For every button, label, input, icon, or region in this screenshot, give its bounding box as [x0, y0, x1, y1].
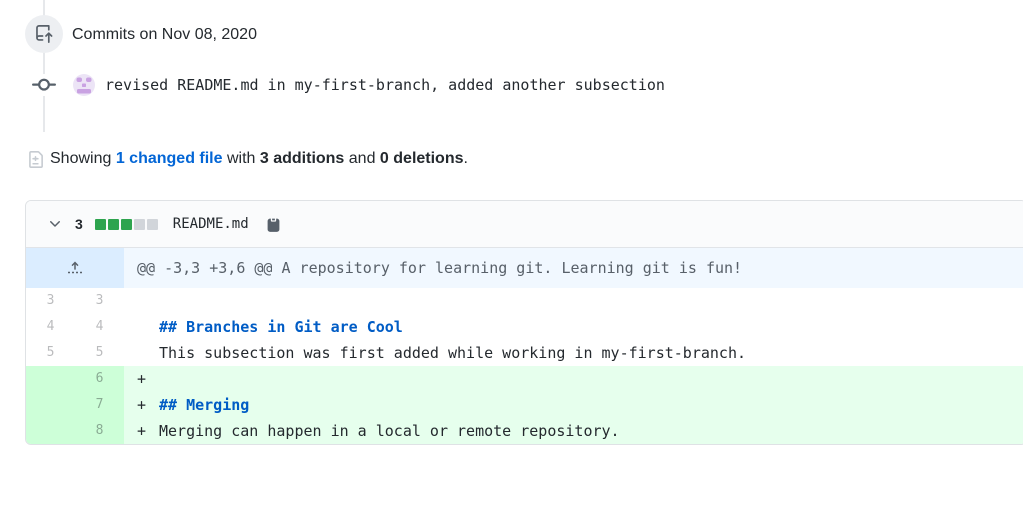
code-line: + Merging can happen in a local or remote…	[124, 418, 1023, 444]
diff-marker: +	[137, 396, 147, 414]
chevron-down-icon	[50, 220, 60, 227]
hunk-header-text: @@ -3,3 +3,6 @@ A repository for learnin…	[124, 248, 1023, 288]
line-number-new[interactable]: 3	[95, 293, 104, 308]
line-number-old[interactable]	[26, 418, 75, 444]
diff-marker: +	[137, 422, 147, 440]
hunk-row: @@ -3,3 +3,6 @@ A repository for learnin…	[26, 248, 1023, 288]
code-line: This subsection was first added while wo…	[124, 340, 1023, 366]
line-number-new[interactable]: 7	[75, 392, 124, 418]
commit-message[interactable]: revised README.md in my-first-branch, ad…	[105, 76, 665, 94]
line-number-old[interactable]: 4	[46, 319, 55, 334]
git-commit-icon	[31, 74, 57, 96]
diff-summary: Showing 1 changed file with 3 additions …	[27, 150, 468, 168]
diff-row: 4 4 ## Branches in Git are Cool	[26, 314, 1023, 340]
diff-row: 5 5 This subsection was first added while …	[26, 340, 1023, 366]
file-diff-icon	[29, 150, 43, 168]
line-number-old[interactable]: 3	[46, 293, 55, 308]
line-number-old[interactable]	[26, 392, 75, 418]
code-text: ## Merging	[159, 396, 250, 414]
code-line	[124, 288, 1023, 314]
diff-marker: +	[137, 370, 147, 388]
deletions-count: 0 deletions	[379, 150, 464, 167]
code-text: ## Branches in Git are Cool	[159, 318, 403, 336]
code-text: This subsection was first added while wo…	[159, 344, 746, 362]
line-number-new[interactable]: 5	[95, 345, 104, 360]
diffstat-block-added	[120, 218, 132, 230]
diffstat-block-neutral	[133, 218, 145, 230]
diffstat-block-added	[107, 218, 119, 230]
commits-date-heading: Commits on Nov 08, 2020	[72, 26, 257, 43]
line-number-new[interactable]: 6	[75, 366, 124, 392]
file-changes-count: 3	[75, 216, 83, 232]
diffstat-block-neutral	[146, 218, 158, 230]
diff-row: 6+	[26, 366, 1023, 392]
repo-push-icon	[25, 15, 63, 53]
line-number-old[interactable]: 5	[46, 345, 55, 360]
commit-timeline-line	[43, 0, 45, 132]
expand-hunk-button[interactable]	[26, 248, 124, 288]
additions-count: 3 additions	[259, 150, 345, 167]
code-text: Merging can happen in a local or remote …	[159, 422, 620, 440]
avatar[interactable]	[73, 74, 95, 96]
fold-up-icon	[68, 261, 82, 274]
diff-file-header: 3 README.md	[26, 201, 1023, 248]
collapse-file-button[interactable]	[47, 216, 63, 232]
changed-files-link[interactable]: 1 changed file	[115, 150, 223, 167]
clipboard-icon	[267, 216, 280, 232]
diffstat-block-added	[94, 218, 106, 230]
diff-file-box: 3 README.md @@ -3,3 +3,6 @@ A repository…	[25, 200, 1023, 445]
diff-row: 7 + ## Merging	[26, 392, 1023, 418]
code-line: +	[124, 366, 1023, 392]
diffstat-blocks	[93, 218, 158, 230]
line-number-old[interactable]	[26, 366, 75, 392]
line-number-new[interactable]: 4	[95, 319, 104, 334]
diff-row: 8 + Merging can happen in a local or remot…	[26, 418, 1023, 444]
copy-file-path-button[interactable]	[265, 216, 282, 233]
code-line: + ## Merging	[124, 392, 1023, 418]
code-line: ## Branches in Git are Cool	[124, 314, 1023, 340]
line-number-new[interactable]: 8	[75, 418, 124, 444]
summary-text: Showing 1 changed file with 3 additions …	[50, 150, 468, 167]
file-name-link[interactable]: README.md	[172, 216, 249, 232]
